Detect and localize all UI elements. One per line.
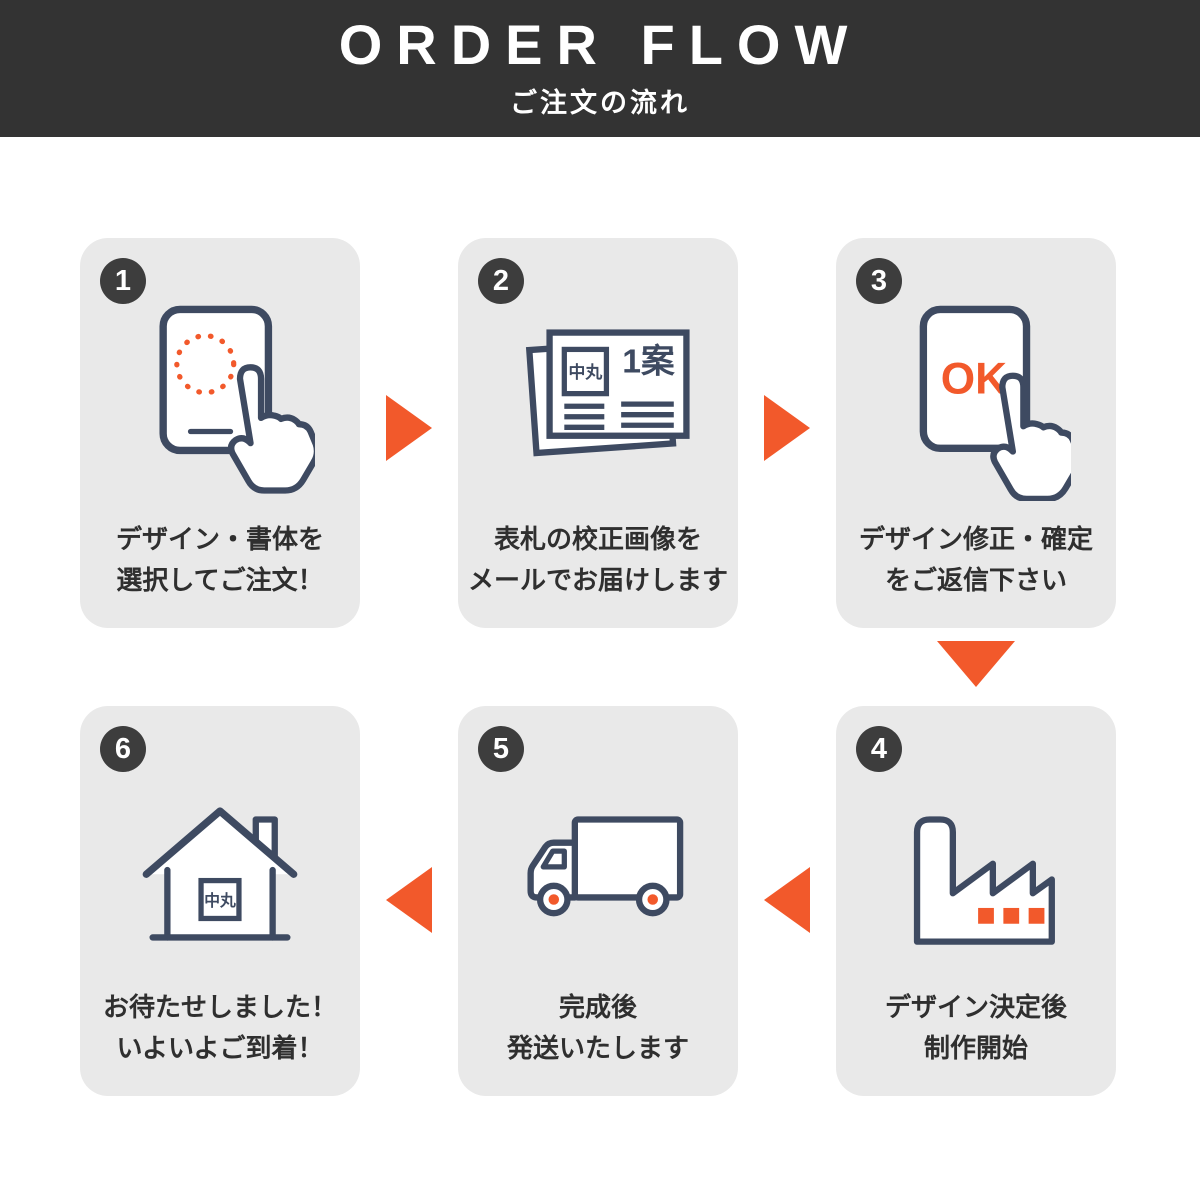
step-4-number-badge: 4 — [856, 726, 902, 772]
flow-arrow-down-icon — [937, 641, 1015, 687]
house-roof — [142, 807, 298, 878]
page-subtitle: ご注文の流れ — [510, 88, 690, 118]
truck-wheel-hub — [647, 894, 658, 905]
factory-window — [1028, 907, 1045, 924]
proof-documents-icon: 中丸 1案 — [525, 329, 690, 457]
nameplate-text: 中丸 — [569, 362, 603, 382]
ok-label: OK — [941, 355, 1007, 404]
step-3-number-badge: 3 — [856, 258, 902, 304]
step-2-caption: 表札の校正画像を メールでお届けします — [458, 519, 738, 600]
flow-arrow-right-icon — [386, 395, 432, 461]
flow-arrow-right-icon — [764, 395, 810, 461]
step-5-number-badge: 5 — [478, 726, 524, 772]
step-1-icon-wrap — [80, 288, 360, 514]
step-2-number-badge: 2 — [478, 258, 524, 304]
truck-cargo-box — [571, 816, 684, 901]
step-card-3: 3 OK デザイン修正・確定 をご返信下さい — [836, 238, 1116, 628]
factory-window — [1003, 907, 1020, 924]
caption-line: メールでお届けします — [467, 564, 728, 595]
truck-icon — [527, 816, 684, 917]
step-5-icon-wrap — [458, 756, 738, 982]
house-gable-fill — [146, 811, 294, 875]
smartphone-tap-icon — [159, 305, 315, 494]
design-select-dotted-circle — [174, 333, 237, 396]
proposal-label: 1案 — [622, 343, 675, 381]
caption-line: をご返信下さい — [884, 564, 1067, 595]
pointing-hand-icon — [990, 372, 1071, 501]
house-nameplate — [198, 877, 242, 922]
caption-line: お待たせしました！ — [102, 992, 337, 1023]
step-card-4: 4 デザイン決定後 制作開始 — [836, 706, 1116, 1096]
caption-line: 制作開始 — [923, 1032, 1028, 1063]
caption-line: デザイン修正・確定 — [858, 524, 1093, 555]
truck-window — [540, 848, 567, 870]
header-banner: ORDER FLOW ご注文の流れ — [0, 0, 1200, 137]
flow-arrow-left-icon — [386, 867, 432, 933]
smartphone-body — [159, 305, 273, 455]
step-6-caption: お待たせしました！ いよいよご到着！ — [80, 987, 360, 1068]
step-card-6: 6 中丸 お待たせしました！ いよいよご到着！ — [80, 706, 360, 1096]
step-5-caption: 完成後 発送いたします — [458, 987, 738, 1068]
house-walls — [164, 866, 276, 941]
smartphone-ok-icon: OK — [919, 305, 1071, 501]
step-6-icon-wrap: 中丸 — [80, 756, 360, 982]
step-card-2: 2 中丸 1案 表札の校正画像を メールでお届けしま — [458, 238, 738, 628]
flow-area: 1 デザイン・書体を 選択してご注文！ 2 — [0, 137, 1200, 1199]
step-card-1: 1 デザイン・書体を 選択してご注文！ — [80, 238, 360, 628]
step-2-icon-wrap: 中丸 1案 — [458, 288, 738, 514]
pointing-hand-icon — [227, 364, 315, 494]
nameplate-thumbnail — [561, 346, 610, 397]
step-1-number-badge: 1 — [100, 258, 146, 304]
truck-wheel-hub — [548, 894, 560, 905]
caption-line: 選択してご注文！ — [116, 564, 324, 595]
caption-line: デザイン・書体を — [115, 524, 324, 555]
house-icon: 中丸 — [142, 807, 298, 941]
step-card-5: 5 完成後 発送いたします — [458, 706, 738, 1096]
step-4-icon-wrap — [836, 756, 1116, 982]
step-1-caption: デザイン・書体を 選択してご注文！ — [80, 519, 360, 600]
house-nameplate-text: 中丸 — [204, 891, 236, 910]
factory-window — [978, 907, 994, 924]
step-4-caption: デザイン決定後 制作開始 — [836, 987, 1116, 1068]
caption-line: 完成後 — [558, 992, 637, 1023]
page-title: ORDER FLOW — [338, 13, 862, 76]
caption-line: 表札の校正画像を — [493, 524, 702, 555]
flow-arrow-left-icon — [764, 867, 810, 933]
caption-line: デザイン決定後 — [884, 992, 1067, 1023]
step-6-number-badge: 6 — [100, 726, 146, 772]
step-3-icon-wrap: OK — [836, 288, 1116, 514]
step-3-caption: デザイン修正・確定 をご返信下さい — [836, 519, 1116, 600]
smartphone-body — [919, 305, 1031, 453]
caption-line: 発送いたします — [506, 1032, 689, 1063]
caption-line: いよいよご到着！ — [116, 1032, 324, 1063]
factory-icon — [913, 816, 1055, 945]
